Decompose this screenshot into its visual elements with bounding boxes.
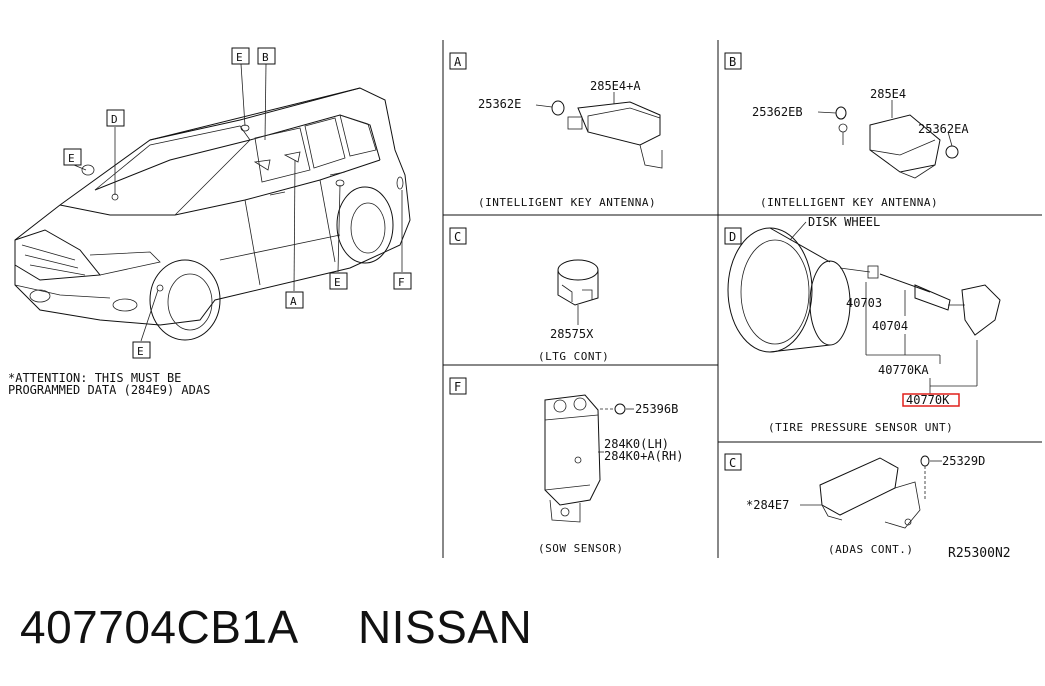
caption-ltg-cont: (LTG CONT) xyxy=(538,350,609,363)
part-40704: 40704 xyxy=(872,319,908,333)
part-284K0-A-RH: 284K0+A(RH) xyxy=(604,449,683,463)
part-25362EA: 25362EA xyxy=(918,122,969,136)
callout-E-bottom: E xyxy=(132,341,151,359)
part-28575X: 28575X xyxy=(550,327,594,341)
callout-E-left: E xyxy=(63,148,82,166)
svg-text:F: F xyxy=(398,276,405,289)
svg-text:E: E xyxy=(334,276,341,289)
brand-name: NISSAN xyxy=(357,601,533,653)
svg-text:B: B xyxy=(262,51,269,64)
part-40703: 40703 xyxy=(846,296,882,310)
callout-leaders xyxy=(73,63,403,342)
part-25396B: 25396B xyxy=(635,402,678,416)
callout-A: A xyxy=(285,291,304,309)
svg-text:E: E xyxy=(68,152,75,165)
part-number-caption: 407704CB1A NISSAN xyxy=(20,600,532,654)
callout-F: F xyxy=(393,272,412,290)
svg-text:D: D xyxy=(729,230,736,244)
svg-text:A: A xyxy=(454,55,462,69)
panel-grid xyxy=(442,40,1042,558)
svg-text:F: F xyxy=(454,380,461,394)
car-callouts: E B D E A E F E xyxy=(63,47,412,359)
figure-code: R25300N2 xyxy=(948,546,1011,561)
svg-text:C: C xyxy=(729,456,736,470)
attention-note-line1: *ATTENTION: THIS MUST BE xyxy=(8,371,181,385)
panel-F: F 25396B 284K0(LH) 284K0+A(RH) (SOW SENS… xyxy=(449,377,683,555)
caption-adas-cont: (ADAS CONT.) xyxy=(828,543,913,556)
part-25329D: 25329D xyxy=(942,454,985,468)
callout-E-top: E xyxy=(231,47,250,65)
part-285E4: 285E4 xyxy=(870,87,906,101)
panel-B: B 25362EB 285E4 25362EA (INTELLIGENT KEY… xyxy=(724,52,969,209)
caption-intelligent-key-B: (INTELLIGENT KEY ANTENNA) xyxy=(760,196,938,209)
caption-intelligent-key-A: (INTELLIGENT KEY ANTENNA) xyxy=(478,196,656,209)
label-disk-wheel: DISK WHEEL xyxy=(808,215,880,229)
panel-D: D DISK WHEEL 40703 40704 40770KA 40770K … xyxy=(724,215,1001,434)
part-number: 407704CB1A xyxy=(20,601,299,653)
caption-tire-pressure: (TIRE PRESSURE SENSOR UNT) xyxy=(768,421,953,434)
part-284E7: *284E7 xyxy=(746,498,789,512)
callout-D: D xyxy=(106,109,125,127)
callout-E-mid: E xyxy=(329,272,348,290)
part-40770KA: 40770KA xyxy=(878,363,929,377)
part-25362E: 25362E xyxy=(478,97,521,111)
svg-text:A: A xyxy=(290,295,297,308)
callout-B: B xyxy=(257,47,276,65)
highlight-box xyxy=(902,393,960,407)
svg-text:E: E xyxy=(137,345,144,358)
svg-text:B: B xyxy=(729,55,736,69)
part-284K0-LH: 284K0(LH) xyxy=(604,437,669,451)
svg-text:C: C xyxy=(454,230,461,244)
vehicle-illustration xyxy=(14,87,411,341)
attention-note-line2: PROGRAMMED DATA (284E9) ADAS xyxy=(8,383,210,397)
svg-text:D: D xyxy=(111,113,118,126)
panel-C: C 28575X (LTG CONT) xyxy=(449,227,609,363)
part-25362EB: 25362EB xyxy=(752,105,803,119)
caption-sow-sensor: (SOW SENSOR) xyxy=(538,542,623,555)
svg-text:E: E xyxy=(236,51,243,64)
part-285E4-A: 285E4+A xyxy=(590,79,641,93)
panel-C-adas: C 25329D *284E7 (ADAS CONT.) xyxy=(724,453,985,556)
panel-A: A 25362E 285E4+A (INTELLIGENT KEY ANTENN… xyxy=(449,52,663,209)
part-40770K: 40770K xyxy=(906,393,950,407)
